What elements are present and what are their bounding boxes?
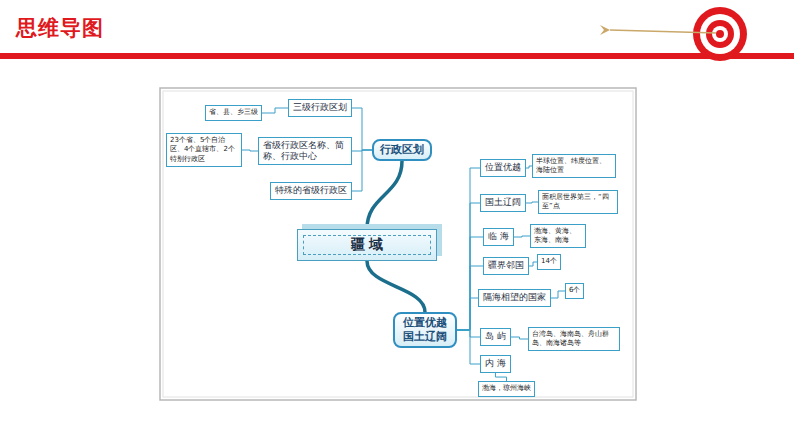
topic-box: 位置优越 (480, 159, 526, 176)
note-text: 省、县、乡三级 (209, 108, 258, 117)
map-frame-inner (163, 91, 633, 397)
tree-line (457, 330, 480, 364)
topic-box: 内 海 (480, 355, 511, 372)
node-text: 省级行政区名称、简称、行政中心 (263, 140, 347, 163)
node-text: 国土辽阔 (485, 197, 521, 208)
note-text: 面积居世界第三，“四至”点 (542, 193, 614, 211)
tree-line (242, 150, 258, 151)
tree-line (526, 202, 538, 203)
note-text: 渤海、黄海、东海、南海 (534, 227, 582, 245)
note-box: 省、县、乡三级 (205, 105, 262, 120)
branch-box: 位置优越 国土辽阔 (393, 312, 457, 348)
note-box: 面积居世界第三，“四至”点 (538, 190, 618, 214)
node-text: 疆 域 (304, 236, 430, 254)
tree-line (495, 373, 506, 382)
topic-box: 省级行政区名称、简称、行政中心 (258, 137, 352, 166)
main-branch (367, 261, 425, 312)
tree-line (457, 298, 478, 330)
tree-line (457, 237, 483, 330)
topic-box: 国土辽阔 (480, 194, 526, 211)
node-text: 特殊的省级行政区 (275, 185, 347, 196)
note-box: 渤海，琼州海峡 (478, 381, 535, 396)
topic-box: 岛 屿 (480, 328, 511, 345)
target-icon (600, 7, 747, 61)
note-text: 6个 (569, 286, 580, 295)
note-text: 23个省、5个自治区、4个直辖市、2个特别行政区 (170, 136, 238, 163)
tree-line (511, 337, 528, 339)
topic-box: 三级行政区划 (288, 99, 352, 116)
node-text: 位置优越 国土辽阔 (401, 316, 449, 344)
header-bar (0, 53, 794, 59)
note-text: 14个 (541, 257, 557, 266)
node-text: 临 海 (488, 231, 509, 242)
branch-box: 行政区划 (372, 139, 432, 161)
note-text: 台湾岛、海南岛、舟山群岛、南海诸岛等 (532, 330, 616, 348)
tree-line (551, 291, 565, 298)
topic-box: 特殊的省级行政区 (270, 182, 352, 199)
node-text: 三级行政区划 (293, 102, 347, 113)
map-frame (160, 88, 636, 400)
topic-box: 疆界邻国 (483, 257, 529, 274)
note-text: 半球位置、纬度位置、海陆位置 (536, 157, 612, 175)
node-text: 行政区划 (380, 143, 424, 157)
tree-line (514, 236, 530, 237)
note-box: 半球位置、纬度位置、海陆位置 (532, 154, 616, 178)
tree-line (352, 108, 372, 150)
tree-line (457, 330, 480, 337)
tree-line (457, 168, 480, 330)
tree-line (529, 262, 537, 266)
note-box: 6个 (565, 283, 584, 298)
topic-box: 临 海 (483, 228, 514, 245)
node-text: 位置优越 (485, 162, 521, 173)
note-box: 台湾岛、海南岛、舟山群岛、南海诸岛等 (528, 327, 620, 351)
tree-line (352, 150, 372, 191)
main-branch (367, 161, 402, 229)
node-text: 岛 屿 (485, 331, 506, 342)
note-text: 渤海，琼州海峡 (482, 384, 531, 393)
note-box: 23个省、5个自治区、4个直辖市、2个特别行政区 (166, 133, 242, 166)
slide-title: 思维导图 (16, 14, 104, 42)
node-text: 隔海相望的国家 (483, 292, 546, 303)
node-text: 疆界邻国 (488, 260, 524, 271)
topic-box: 隔海相望的国家 (478, 289, 551, 306)
central-box: 疆 域 (297, 229, 437, 261)
node-text: 内 海 (485, 358, 506, 369)
note-box: 14个 (537, 254, 561, 269)
tree-line (262, 108, 288, 113)
note-box: 渤海、黄海、东海、南海 (530, 224, 586, 248)
